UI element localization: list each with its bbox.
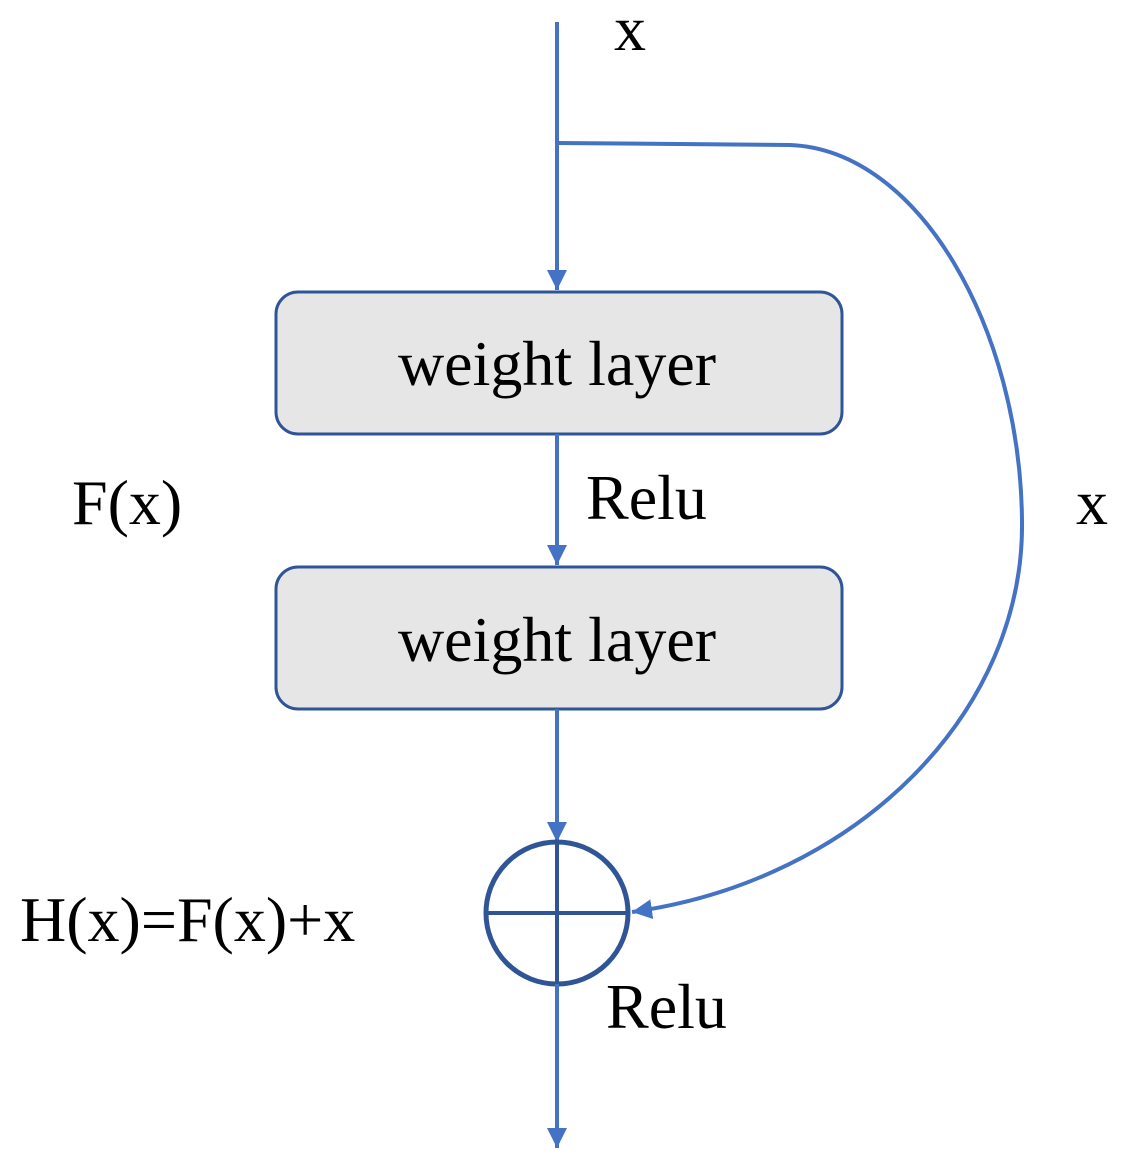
- weight-layer-2-label: weight layer: [398, 604, 716, 675]
- output-formula-label: H(x)=F(x)+x: [20, 884, 355, 955]
- residual-function-label: F(x): [72, 467, 182, 538]
- weight-layer-1-label: weight layer: [398, 328, 716, 399]
- relu-mid-label: Relu: [586, 462, 707, 533]
- shortcut-x-label: x: [1076, 467, 1108, 538]
- shortcut-connection: [556, 141, 1025, 920]
- circle-plus-icon: [483, 839, 631, 987]
- input-x-label: x: [614, 0, 646, 64]
- relu-out-label: Relu: [606, 971, 727, 1042]
